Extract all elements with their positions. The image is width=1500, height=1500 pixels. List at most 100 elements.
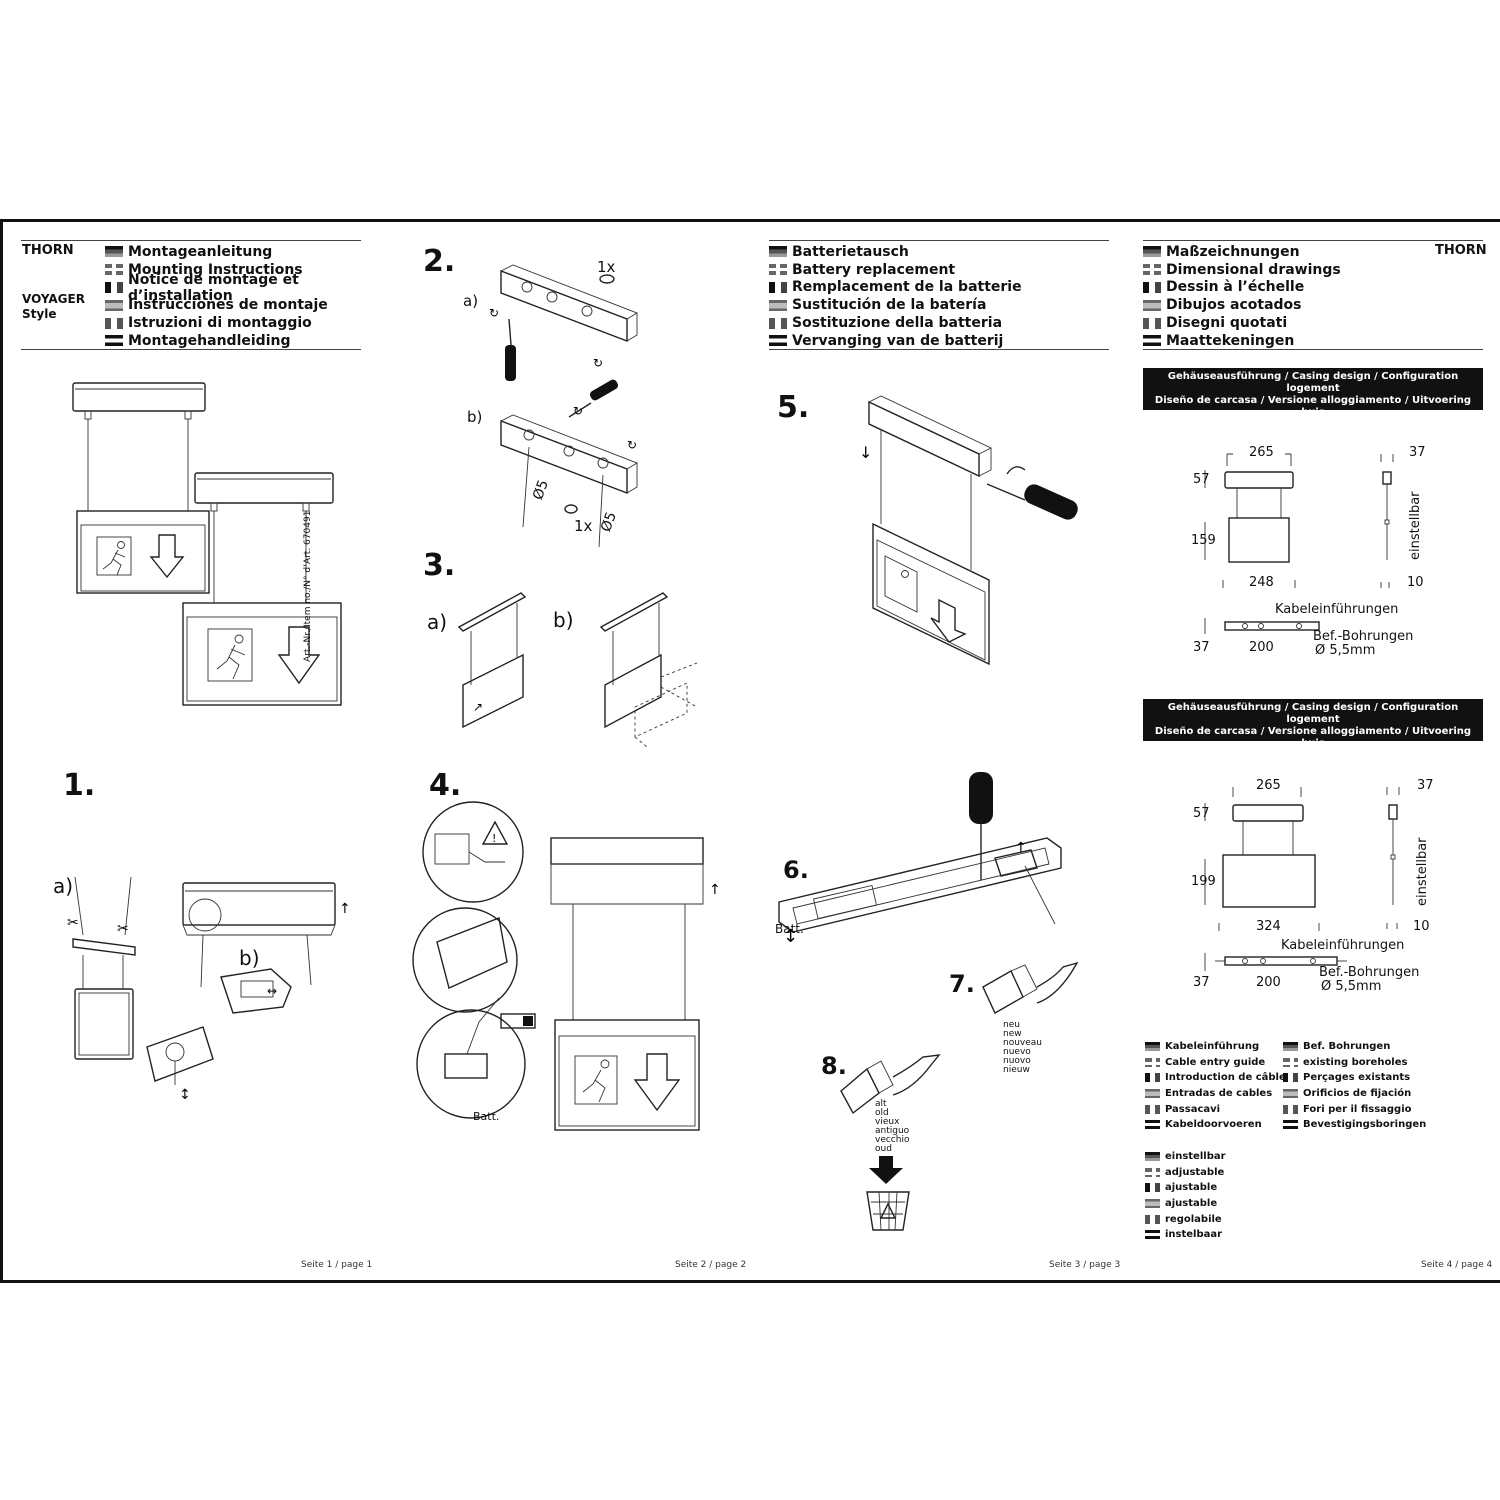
step-3-illustration: ↗ [457, 592, 698, 748]
legend-row: Fori per il fissaggio [1283, 1101, 1426, 1117]
legend-text: adjustable [1165, 1166, 1225, 1178]
legend-row: Cable entry guide [1145, 1055, 1286, 1071]
dim-width-top: 265 [1249, 445, 1274, 460]
cable-entries-label: Kabeleinführungen [1281, 938, 1405, 953]
dim-base-width: 200 [1256, 975, 1281, 990]
title-text: Dessin à l’échelle [1166, 279, 1305, 296]
boreholes-label: Bef.-Bohrungen [1313, 629, 1414, 644]
step-4-illustration: ! ↑ [412, 801, 721, 1131]
dim-depth-low: 10 [1407, 575, 1424, 590]
bar-line: Diseño de carcasa / Versione alloggiamen… [1154, 395, 1472, 418]
legend-row: Kabeleinführung [1145, 1039, 1286, 1055]
flag-it-icon [1145, 1104, 1160, 1114]
new-word: new [1003, 1029, 1022, 1039]
new-word: nuovo [1003, 1056, 1031, 1066]
legend-text: Orificios de fijación [1303, 1088, 1412, 1100]
flag-nl-icon [1143, 335, 1161, 347]
boreholes-label: Bef.-Bohrungen [1319, 965, 1420, 980]
legend-text: Entradas de cables [1165, 1088, 1273, 1100]
rotate-icon: ↻ [593, 356, 603, 370]
boreholes-diameter: Ø 5,5mm [1315, 643, 1376, 658]
instruction-sheet: THORN VOYAGER Style Montageanleitung Mou… [0, 219, 1500, 1283]
title-fr: Dessin à l’échelle [1143, 279, 1341, 297]
product-subname: Style [22, 307, 57, 321]
running-man-icon [207, 628, 253, 682]
title-text: Dimensional drawings [1166, 261, 1341, 278]
flag-de-icon [105, 246, 123, 258]
page-4: Maßzeichnungen Dimensional drawings Dess… [1125, 222, 1498, 1280]
title-de: Montageanleitung [105, 243, 376, 261]
old-word: oud [875, 1144, 892, 1154]
legend-text: Bef. Bohrungen [1303, 1041, 1391, 1053]
bar-line: 265 x 216 x 37 mm [1259, 419, 1367, 430]
title-nl: Vervanging van de batterij [769, 332, 1022, 350]
step-1-illustration: ✂ ✂ ↑ ↔ ↕ [67, 876, 351, 1103]
dim-width-sign: 248 [1249, 575, 1274, 590]
title-text: Maattekeningen [1166, 332, 1295, 349]
title-it: Sostituzione della batteria [769, 314, 1022, 332]
flag-nl-icon [1145, 1120, 1160, 1130]
old-word: antiguo [875, 1126, 910, 1136]
flag-de-icon [1143, 246, 1161, 258]
item-number: Art.-Nr./Item no./N° d’Art. 670491 [303, 510, 313, 662]
flag-fr-icon [1283, 1073, 1298, 1083]
step-8-battery [840, 1054, 941, 1115]
dim-depth: 37 [1417, 778, 1434, 793]
header-rule-top [1143, 240, 1483, 241]
battery-icon [500, 1013, 536, 1029]
step-1b-label: b) [239, 946, 260, 970]
arrow-down-icon [930, 598, 967, 643]
title-fr: Remplacement de la batterie [769, 279, 1022, 297]
legend-row: Introduction de câble [1145, 1070, 1286, 1086]
new-word: nuevo [1003, 1047, 1031, 1057]
running-man-icon [574, 1055, 618, 1105]
legend-text: ajustable [1165, 1198, 1218, 1210]
title-text: Montageanleitung [128, 243, 273, 260]
legend-row: ajustable [1145, 1180, 1226, 1196]
flag-de-icon [1283, 1042, 1298, 1052]
dim-height-top: 57 [1193, 472, 1210, 487]
page-1-footer: Seite 1 / page 1 [301, 1260, 373, 1270]
new-word: nieuw [1003, 1065, 1030, 1075]
dim-height-sign: 199 [1191, 874, 1216, 889]
title-text: Dibujos acotados [1166, 297, 1302, 314]
bar-line: Diseño de carcasa / Versione alloggiamen… [1154, 726, 1472, 749]
svg-text:↑: ↑ [709, 882, 721, 898]
step-3-label: 3. [423, 548, 456, 583]
recycle-bin-icon [866, 1156, 910, 1231]
flag-it-icon [1143, 317, 1161, 329]
step-5-illustration: ↓ [859, 395, 1078, 666]
title-text: Sustitución de la batería [792, 297, 987, 314]
title-text: Batterietausch [792, 243, 909, 260]
running-man-icon [884, 555, 918, 613]
flag-de-icon [1145, 1042, 1160, 1052]
flag-nl-icon [105, 335, 123, 347]
old-word: vieux [875, 1117, 900, 1127]
legend-text: regolabile [1165, 1213, 1222, 1225]
title-en: Battery replacement [769, 261, 1022, 279]
title-es: Instrucciones de montaje [105, 296, 376, 314]
adjustable-label: einstellbar [1408, 491, 1423, 560]
flag-it-icon [1145, 1214, 1160, 1224]
svg-text:↔: ↔ [267, 984, 277, 998]
bar-line: 324 x 256 x 37 mm [1259, 750, 1367, 761]
qty-bottom: 1x [574, 517, 593, 535]
step-2b-label: b) [467, 408, 483, 426]
step-3a-label: a) [427, 610, 448, 634]
title-it: Disegni quotati [1143, 314, 1341, 332]
legend-text: existing boreholes [1303, 1056, 1408, 1068]
flag-uk-icon [1283, 1057, 1301, 1069]
flag-uk-icon [1145, 1167, 1163, 1179]
brand-logo: THORN [22, 243, 74, 258]
legend-text: Introduction de câble [1165, 1072, 1286, 1084]
title-text: Maßzeichnungen [1166, 243, 1300, 260]
title-text: Vervanging van de batterij [792, 332, 1004, 349]
arrow-down-icon [277, 626, 321, 685]
title-text: Mounting Instructions [128, 261, 303, 278]
legend-row: Bevestigingsboringen [1283, 1117, 1426, 1133]
flag-es-icon [769, 299, 787, 311]
dim-width-sign: 324 [1256, 919, 1281, 934]
legend-text: einstellbar [1165, 1151, 1226, 1163]
legend-text: Passacavi [1165, 1103, 1221, 1115]
old-word: old [875, 1108, 889, 1118]
